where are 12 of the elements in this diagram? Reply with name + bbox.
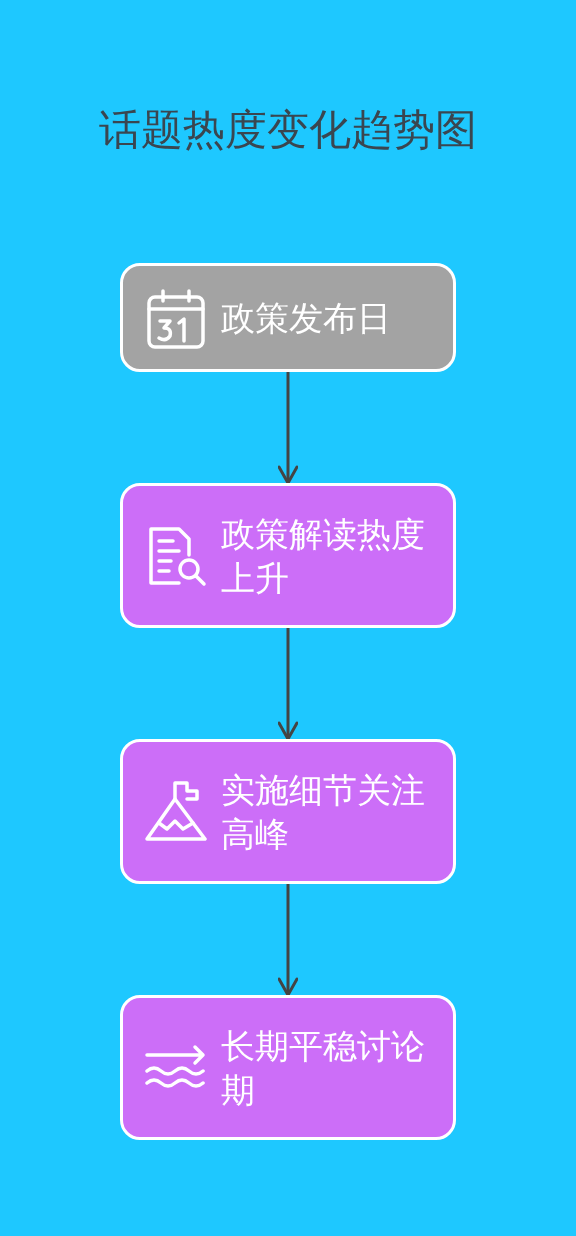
process-box	[120, 995, 456, 1140]
arrow	[277, 372, 299, 485]
step-label: 政策发布日	[221, 296, 392, 340]
arrow	[277, 628, 299, 741]
title: 话题热度变化趋势图	[98, 104, 478, 156]
step-label: 实施细节关注高峰	[221, 768, 426, 856]
process-box	[120, 739, 456, 884]
arrow	[277, 884, 299, 997]
process-box	[120, 263, 456, 372]
step-label: 长期平稳讨论期	[221, 1024, 426, 1112]
process-box	[120, 483, 456, 628]
step-label: 政策解读热度上升	[221, 512, 426, 600]
